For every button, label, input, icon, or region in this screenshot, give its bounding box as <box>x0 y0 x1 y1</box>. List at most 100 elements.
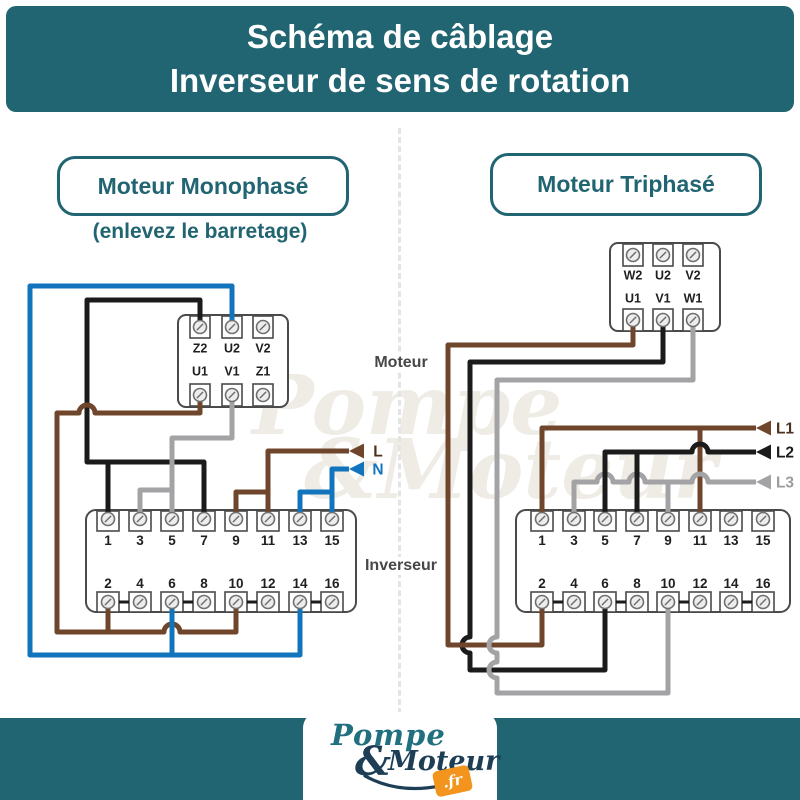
screw-slot-tri-inverter-screw-16 <box>759 598 767 606</box>
supply-label-L2: L2 <box>776 445 794 462</box>
tri-inverter-terminal-label-8: 8 <box>633 576 641 591</box>
mono-inverter-terminal-label-16: 16 <box>324 576 340 591</box>
supply-arrow-icon-N <box>349 461 364 477</box>
tri-inverter-terminal-label-5: 5 <box>601 533 609 548</box>
supply-label-L: L <box>373 444 382 461</box>
screw-slot-tri-motor-screw-V2 <box>689 251 697 259</box>
wire-brown-supply-L-to-9-11 <box>233 448 349 519</box>
supply-arrow-icon-L <box>349 443 364 459</box>
header-title-line2: Inverseur de sens de rotation <box>169 62 631 99</box>
mono-inverter-terminal-label-7: 7 <box>200 533 208 548</box>
header-title-line1: Schéma de câblage <box>246 18 554 56</box>
tri-inverter-terminal-label-9: 9 <box>664 533 672 548</box>
mono-inverter-terminal-label-3: 3 <box>136 533 144 548</box>
mono-motor-terminal-label-Z1: Z1 <box>256 365 271 379</box>
screw-slot-tri-motor-screw-W1 <box>689 316 697 324</box>
screw-slot-mono-motor-screw-Z2 <box>196 323 204 331</box>
tri-inverter-terminal-label-15: 15 <box>755 533 771 548</box>
screw-slot-mono-inverter-screw-4 <box>136 598 144 606</box>
mono-inverter-terminal-label-6: 6 <box>168 576 176 591</box>
tri-motor-terminal-label-V1: V1 <box>655 292 670 306</box>
screw-slot-tri-inverter-screw-10 <box>664 598 672 606</box>
mono-inverter-terminal-label-10: 10 <box>228 576 243 591</box>
mono-inverter-terminal-label-15: 15 <box>324 533 340 548</box>
supply-arrow-icon-L1 <box>756 420 771 436</box>
screw-slot-tri-inverter-screw-9 <box>664 515 672 523</box>
screw-slot-tri-inverter-screw-13 <box>727 515 735 523</box>
tri-inverter-terminal-label-6: 6 <box>601 576 609 591</box>
wire-brown-u1-to-2 <box>445 319 636 648</box>
screw-slot-tri-inverter-screw-4 <box>570 598 578 606</box>
screw-slot-tri-inverter-screw-1 <box>538 515 546 523</box>
tri-inverter-terminal-label-14: 14 <box>723 576 739 591</box>
supply-arrow-icon-L2 <box>756 444 771 460</box>
mono-inverter-body <box>85 509 357 613</box>
wire-black-z2-to-1-7 <box>84 297 207 519</box>
screw-slot-tri-inverter-screw-12 <box>696 598 704 606</box>
mono-motor-terminal-label-Z2: Z2 <box>193 342 208 356</box>
screw-slot-mono-inverter-screw-10 <box>232 598 240 606</box>
tri-inverter-terminal-label-11: 11 <box>693 533 708 548</box>
logo-pompe-text: Pompe <box>331 718 446 752</box>
logo-fr-text: .fr <box>441 770 464 792</box>
tri-inverter-terminal-label-2: 2 <box>538 576 546 591</box>
screw-slot-mono-inverter-screw-15 <box>328 515 336 523</box>
wire-blue-supply-N-to-13-15 <box>297 466 349 519</box>
tri-motor-terminal-label-W1: W1 <box>684 292 703 306</box>
mono-motor-terminal-label-U2: U2 <box>224 342 240 356</box>
screw-slot-mono-inverter-screw-9 <box>232 515 240 523</box>
motor-annotation: Moteur <box>368 354 434 372</box>
screw-slot-tri-motor-screw-V1 <box>659 316 667 324</box>
screw-slot-tri-inverter-screw-5 <box>601 515 609 523</box>
mono-inverter-terminal-label-5: 5 <box>168 533 176 548</box>
screw-slot-mono-inverter-screw-2 <box>104 598 112 606</box>
screw-slot-mono-motor-screw-V1 <box>228 391 236 399</box>
screw-slot-tri-inverter-screw-2 <box>538 598 546 606</box>
tri-inverter-terminal-label-16: 16 <box>755 576 771 591</box>
screw-slot-tri-inverter-screw-3 <box>570 515 578 523</box>
mono-inverter-terminal-label-9: 9 <box>232 533 240 548</box>
screw-slot-tri-inverter-screw-6 <box>601 598 609 606</box>
tri-motor-terminal-label-U2: U2 <box>655 269 671 283</box>
wire-blue-u2-loop-6-14 <box>27 283 303 658</box>
inverter-annotation: Inverseur <box>358 557 444 575</box>
screw-slot-mono-motor-screw-U2 <box>228 323 236 331</box>
tri-inverter-terminal-label-7: 7 <box>633 533 641 548</box>
screw-slot-mono-inverter-screw-11 <box>264 515 272 523</box>
tri-motor-terminal-label-U1: U1 <box>625 292 641 306</box>
supply-label-L3: L3 <box>776 475 794 492</box>
screw-slot-mono-motor-screw-V2 <box>259 323 267 331</box>
tri-inverter-terminal-label-4: 4 <box>570 576 578 591</box>
mono-motor-terminal-label-V1: V1 <box>224 365 239 379</box>
screw-slot-mono-inverter-screw-7 <box>200 515 208 523</box>
tri-motor-terminal-label-W2: W2 <box>624 269 643 283</box>
screw-slot-mono-inverter-screw-5 <box>168 515 176 523</box>
tri-inverter-terminal-label-13: 13 <box>723 533 739 548</box>
screw-slot-tri-motor-screw-U2 <box>659 251 667 259</box>
supply-label-N: N <box>372 462 383 479</box>
screw-slot-tri-motor-screw-U1 <box>629 316 637 324</box>
screw-slot-tri-inverter-screw-15 <box>759 515 767 523</box>
wire-gray-w1-to-10 <box>486 319 696 696</box>
watermark-word2: &Moteur <box>304 421 717 518</box>
screw-slot-mono-inverter-screw-3 <box>136 515 144 523</box>
tri-motor-terminal-label-V2: V2 <box>685 269 700 283</box>
monophase-title-box: Moteur Monophasé <box>57 156 349 216</box>
supply-arrow-icon-L3 <box>756 474 771 490</box>
mono-inverter-terminal-label-4: 4 <box>136 576 144 591</box>
mono-inverter-terminal-label-13: 13 <box>292 533 308 548</box>
triphase-title-box: Moteur Triphasé <box>490 153 762 216</box>
footer-logo-box: Pompe & Moteur .fr <box>303 712 499 800</box>
mono-inverter-terminal-label-2: 2 <box>104 576 112 591</box>
screw-slot-mono-inverter-screw-8 <box>200 598 208 606</box>
screw-slot-mono-inverter-screw-12 <box>264 598 272 606</box>
monophase-title: Moteur Monophasé <box>97 172 309 199</box>
center-divider <box>398 128 401 714</box>
logo-ampersand: & <box>355 738 392 785</box>
screw-slot-tri-motor-screw-W2 <box>629 251 637 259</box>
mono-inverter-terminal-label-12: 12 <box>260 576 275 591</box>
screw-slot-mono-inverter-screw-14 <box>296 598 304 606</box>
screw-slot-mono-inverter-screw-13 <box>296 515 304 523</box>
